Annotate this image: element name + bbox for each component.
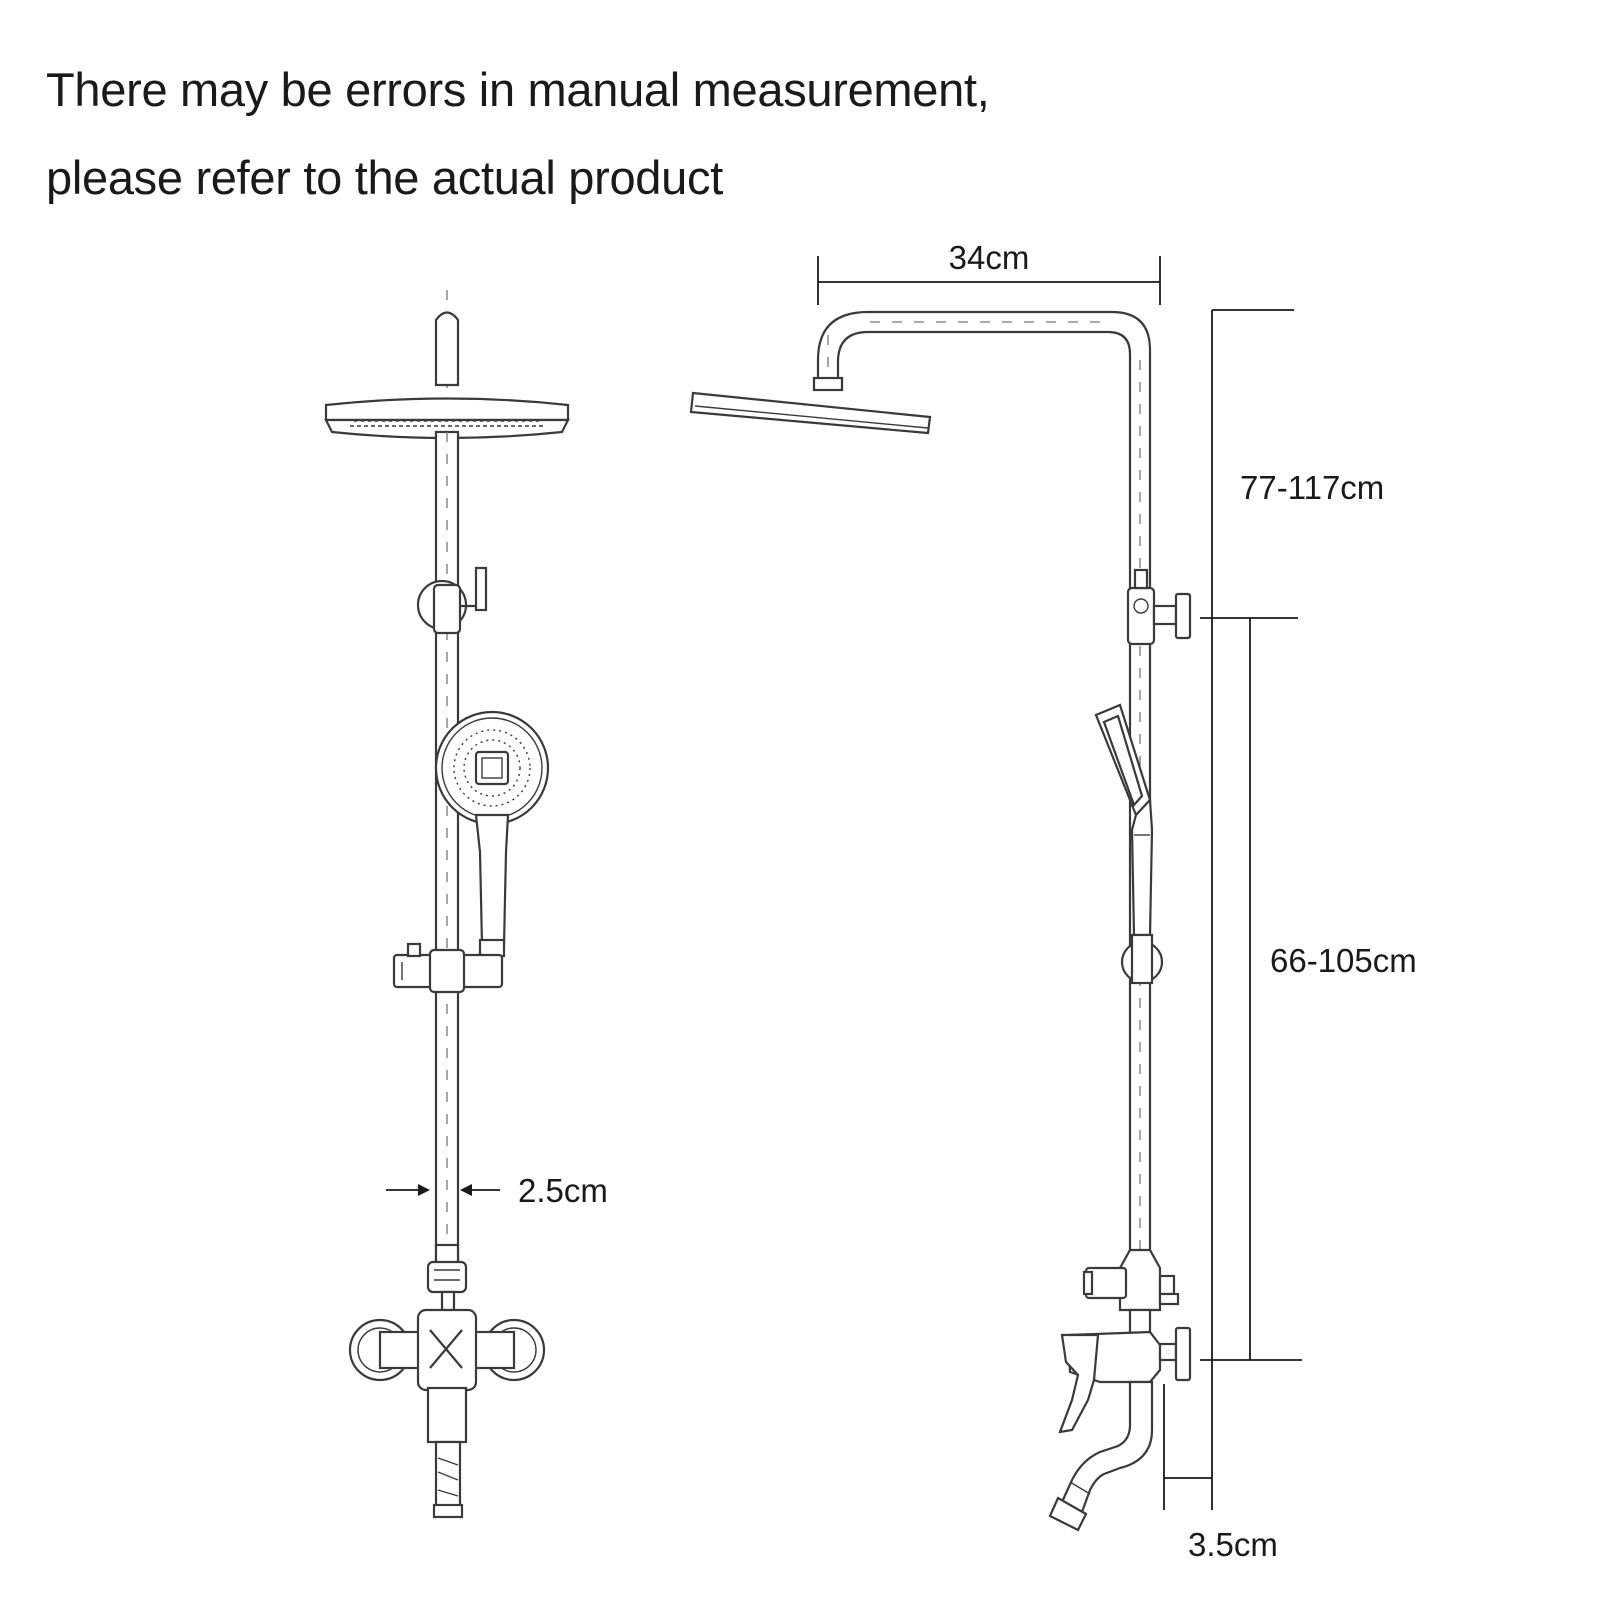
side-head-connector [812,376,844,392]
wall-offset-label: 3.5cm [1188,1526,1278,1563]
side-diverter [1082,1248,1180,1312]
arm-length-dimension [817,256,1161,305]
side-arm-inner [836,330,1132,1250]
upper-height-dimension [1200,309,1302,1510]
front-slide-bracket [392,942,504,994]
front-hand-shower [434,710,550,958]
side-rain-head [689,391,932,435]
side-arm-outer [816,310,1152,1250]
side-spout [1048,1380,1154,1532]
front-view: 2.5cm [324,290,608,1519]
side-mixer [1058,1308,1192,1434]
side-upper-clamp [1126,568,1192,646]
front-upper-clamp [416,566,488,635]
upper-height-label: 77-117cm [1240,469,1384,506]
side-view: 34cm 77-117cm 66-105cm 3.5cm [689,239,1417,1563]
pipe-diameter-marker [386,1184,500,1196]
front-mixer [348,1290,546,1444]
side-slide-holder [1120,933,1164,985]
front-diverter [426,1243,468,1294]
arm-length-label: 34cm [949,239,1030,276]
disclaimer-line-1: There may be errors in manual measuremen… [46,63,990,116]
wall-offset-dimension [1163,1384,1212,1510]
lower-height-label: 66-105cm [1270,942,1417,979]
front-top-stub [434,311,460,387]
pipe-diameter-label: 2.5cm [518,1172,608,1209]
front-spout [432,1440,464,1519]
side-hand-shower [1094,703,1154,937]
disclaimer-line-2: please refer to the actual product [46,151,723,204]
front-rain-head [324,397,570,440]
